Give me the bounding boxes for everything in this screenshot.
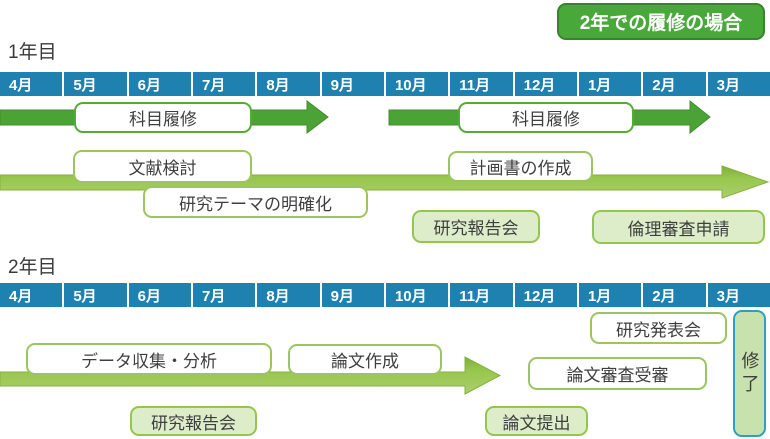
year2-month-row: 4月 5月 6月 7月 8月 9月 10月 11月 12月 1月 2月 3月 <box>0 283 770 307</box>
month-cell: 7月 <box>192 72 256 96</box>
year1-month-row: 4月 5月 6月 7月 8月 9月 10月 11月 12月 1月 2月 3月 <box>0 72 770 96</box>
research-theme-box: 研究テーマの明確化 <box>143 186 368 218</box>
month-cell: 8月 <box>257 283 320 307</box>
month-cell: 9月 <box>321 283 384 307</box>
data-collection-analysis-box: データ収集・分析 <box>26 343 272 375</box>
month-cell: 11月 <box>450 283 513 307</box>
month-cell: 10月 <box>385 283 449 307</box>
month-cell: 2月 <box>643 283 706 307</box>
month-cell: 4月 <box>0 283 63 307</box>
completion-box: 修了 <box>733 310 766 437</box>
thesis-submission-box: 論文提出 <box>485 406 588 436</box>
month-cell: 12月 <box>514 72 577 96</box>
month-cell: 1月 <box>578 283 642 307</box>
year2-research-arrow <box>0 356 502 395</box>
literature-review-box: 文献検討 <box>73 150 252 183</box>
month-cell: 6月 <box>128 72 191 96</box>
ethics-review-application-box: 倫理審査申請 <box>592 210 765 244</box>
course-enrollment-box-2: 科目履修 <box>458 102 634 133</box>
year2-label: 2年目 <box>8 257 57 278</box>
month-cell: 1月 <box>578 72 642 96</box>
month-cell: 2月 <box>643 72 706 96</box>
research-report-meeting-box-year2: 研究報告会 <box>130 406 257 436</box>
title-badge: 2年での履修の場合 <box>557 3 765 40</box>
month-cell: 9月 <box>321 72 384 96</box>
research-report-meeting-box-year1: 研究報告会 <box>412 210 540 243</box>
month-cell: 6月 <box>128 283 191 307</box>
thesis-examination-box: 論文審査受審 <box>528 357 707 390</box>
month-cell: 7月 <box>192 283 256 307</box>
proposal-writing-box: 計画書の作成 <box>448 151 593 182</box>
month-cell: 10月 <box>385 72 449 96</box>
month-cell: 5月 <box>64 72 127 96</box>
year1-label: 1年目 <box>8 42 57 63</box>
month-cell: 4月 <box>0 72 63 96</box>
month-cell: 8月 <box>257 72 320 96</box>
thesis-writing-box: 論文作成 <box>288 344 442 375</box>
month-cell: 3月 <box>707 283 770 307</box>
month-cell: 11月 <box>450 72 513 96</box>
course-enrollment-box-1: 科目履修 <box>74 102 252 133</box>
month-cell: 12月 <box>514 283 577 307</box>
month-cell: 3月 <box>707 72 770 96</box>
research-presentation-box: 研究発表会 <box>590 312 727 344</box>
month-cell: 5月 <box>64 283 127 307</box>
